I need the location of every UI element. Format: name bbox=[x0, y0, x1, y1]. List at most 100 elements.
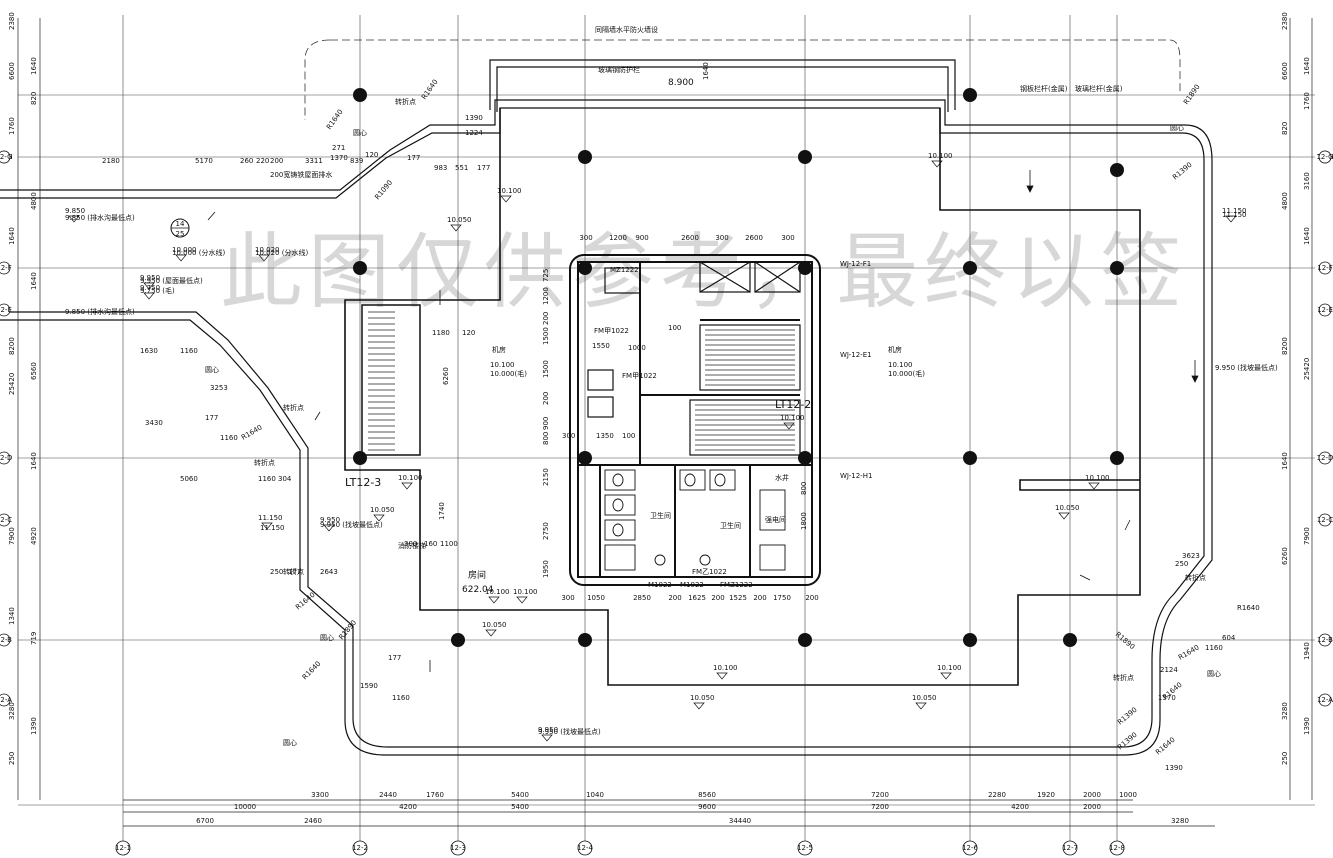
dim-misc: 1160 bbox=[220, 434, 238, 442]
roof-level-right-b: 10.000(毛) bbox=[888, 369, 925, 378]
dim-misc: 1160 bbox=[1205, 644, 1223, 652]
dim-core-side: 1500 bbox=[542, 327, 550, 345]
axis-bubble-left bbox=[0, 633, 11, 647]
dim-core-top: 300 bbox=[579, 234, 592, 242]
room-c-right: 机房 bbox=[888, 345, 902, 354]
column bbox=[451, 633, 465, 647]
column bbox=[353, 88, 367, 102]
note-top-right-b: 玻璃栏杆(金属) bbox=[1075, 84, 1123, 93]
dim-misc: 1160 bbox=[180, 347, 198, 355]
axis-label-right: 12-F bbox=[1317, 264, 1332, 272]
dim-misc: 3623 bbox=[1182, 552, 1200, 560]
dim-top: 551 bbox=[455, 164, 468, 172]
column bbox=[578, 150, 592, 164]
dim-right: 1760 bbox=[1303, 92, 1311, 110]
dim-misc: 1390 bbox=[1165, 764, 1183, 772]
elevation-triangle bbox=[261, 522, 273, 530]
dim-core-side: 800 bbox=[542, 432, 550, 445]
axis-label-left: 12-F bbox=[0, 264, 12, 272]
elec-room-label: 强电间 bbox=[765, 515, 786, 524]
room-main-label: 房间 bbox=[468, 569, 486, 581]
column bbox=[798, 150, 812, 164]
elevation-mark: 9.950 bbox=[538, 726, 558, 734]
dim-core-inner: 1100 bbox=[440, 540, 458, 548]
door-fm3: FM乙1022 bbox=[692, 568, 727, 576]
radius-label: R1390 bbox=[1116, 731, 1139, 752]
dim-top: 120 bbox=[365, 151, 378, 159]
dim-bottom-1: 2280 bbox=[988, 791, 1006, 799]
axis-label-right: 12-B bbox=[1317, 636, 1333, 644]
dim-top: 5170 bbox=[195, 157, 213, 165]
dim-top: 271 bbox=[332, 144, 345, 152]
dim-core-inner: 120 bbox=[462, 329, 475, 337]
radius-label: R1640 bbox=[301, 660, 323, 682]
elevation-mark: 10.100 bbox=[497, 187, 522, 195]
dim-bottom-2: 4200 bbox=[1011, 803, 1029, 811]
dim-core-bottom: 1750 bbox=[773, 594, 791, 602]
elevation-mark: 9.950 bbox=[320, 516, 340, 524]
turning-note: 转折点 bbox=[283, 403, 304, 412]
elev-note-1: 9.850 (排水沟最低点) bbox=[65, 213, 135, 222]
axis-label-bottom: 12-3 bbox=[450, 844, 466, 852]
axis-bubble-right bbox=[1318, 150, 1332, 164]
elevation-mark: 10.050 bbox=[1055, 504, 1080, 512]
elevation-triangle bbox=[1058, 512, 1070, 520]
column bbox=[963, 633, 977, 647]
room-main-area: 622.04 bbox=[462, 585, 494, 595]
dim-top: 1390 bbox=[465, 114, 483, 122]
axis-bubble-bottom bbox=[352, 840, 368, 856]
roof-level-left-a: 10.100 bbox=[490, 361, 515, 369]
detail-symbol-number: 14 bbox=[176, 220, 185, 228]
axis-bubble-bottom bbox=[797, 840, 813, 856]
dim-core-side: 2750 bbox=[542, 522, 550, 540]
elevation-mark: 10.100 bbox=[513, 588, 538, 596]
dim-core-bottom: 200 bbox=[711, 594, 724, 602]
dim-bottom-2: 2000 bbox=[1083, 803, 1101, 811]
elevation-mark: 10.050 bbox=[447, 216, 472, 224]
dim-bottom-2: 5400 bbox=[511, 803, 529, 811]
axis-label-bottom: 12-6 bbox=[962, 844, 978, 852]
dim-core-top: 2600 bbox=[745, 234, 763, 242]
column bbox=[1063, 633, 1077, 647]
dim-bottom-1: 5400 bbox=[511, 791, 529, 799]
dim-core-side: 1200 bbox=[542, 287, 550, 305]
dim-bottom-1: 2440 bbox=[379, 791, 397, 799]
dim-misc: 3253 bbox=[210, 384, 228, 392]
dim-core-side: 1950 bbox=[542, 560, 550, 578]
dim-right: 820 bbox=[1281, 122, 1289, 135]
note-top-center: 同隔墙水平防火墙设 bbox=[595, 25, 658, 34]
elev-note-5: 9.950 (找坡最低点) bbox=[320, 520, 383, 529]
turning-note: 圆心 bbox=[1170, 124, 1184, 132]
axis-bubble-right bbox=[1318, 451, 1332, 465]
dim-top: 839 bbox=[350, 157, 363, 165]
elevation-mark: 10.000 bbox=[172, 246, 197, 254]
dim-misc: 1630 bbox=[140, 347, 158, 355]
dim-bottom-1: 7200 bbox=[871, 791, 889, 799]
axis-bubble-bottom bbox=[577, 840, 593, 856]
dim-misc: 250 bbox=[270, 568, 283, 576]
radius-label: R1390 bbox=[1171, 161, 1194, 182]
elevation-mark: 9.850 bbox=[65, 207, 85, 215]
dim-center-top: 1640 bbox=[702, 62, 710, 80]
dim-left: 1640 bbox=[30, 57, 38, 75]
elevation-mark: 10.100 bbox=[780, 414, 805, 422]
dim-left: 1640 bbox=[8, 227, 16, 245]
radius-label: R1640 bbox=[1177, 643, 1201, 661]
dim-misc: 250 bbox=[1175, 560, 1188, 568]
fire-stair-label: 消防楼梯 bbox=[398, 541, 426, 550]
elevation-mark: 10.050 bbox=[912, 694, 937, 702]
dim-left: 7900 bbox=[8, 527, 16, 545]
turning-note: 转折点 bbox=[1185, 573, 1206, 582]
dim-bottom-3: 3280 bbox=[1171, 817, 1189, 825]
toilet-a-label: 卫生间 bbox=[650, 511, 671, 520]
dim-top: 177 bbox=[407, 154, 420, 162]
dim-core-inner: 1550 bbox=[592, 342, 610, 350]
dim-bottom-2: 9600 bbox=[698, 803, 716, 811]
elevation-mark: 11.150 bbox=[258, 514, 283, 522]
stair-right-label: LT12-2 bbox=[775, 398, 811, 411]
axis-bubble-right bbox=[1318, 261, 1332, 275]
dim-top: 983 bbox=[434, 164, 447, 172]
column bbox=[353, 451, 367, 465]
dim-core-side: 725 bbox=[542, 269, 550, 282]
dim-core-inner: 300 bbox=[562, 432, 575, 440]
